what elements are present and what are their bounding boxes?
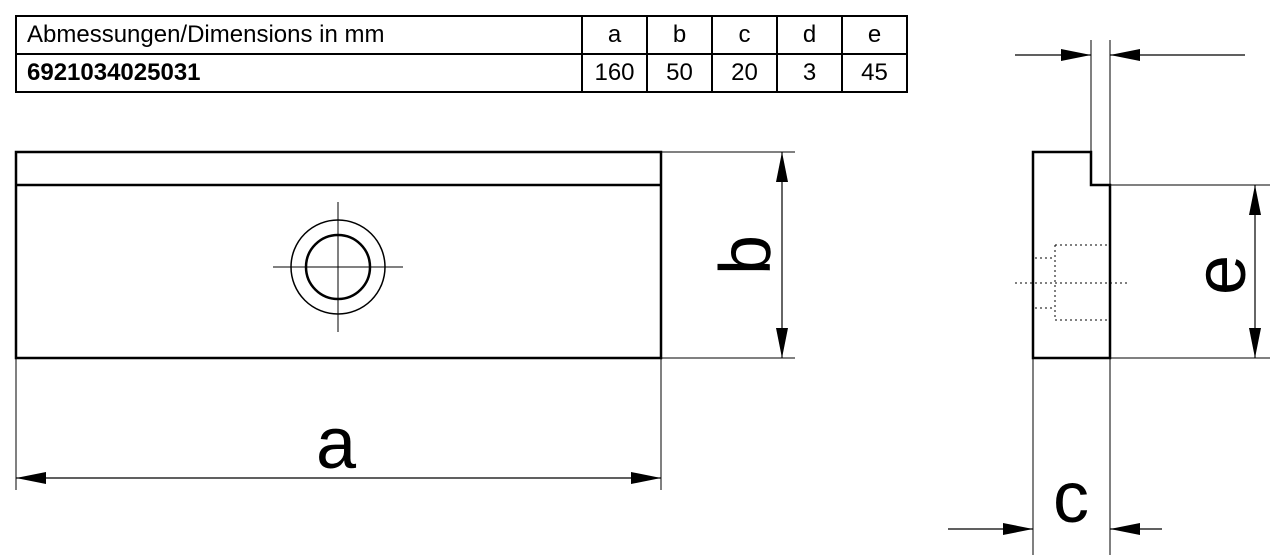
- label-c: c: [1053, 458, 1089, 538]
- dimension-d: [1015, 40, 1245, 185]
- front-view-outline: [14, 150, 663, 360]
- label-a: a: [316, 404, 357, 484]
- value-b: 50: [646, 53, 713, 93]
- column-header-a: a: [581, 15, 648, 55]
- column-header-d: d: [776, 15, 843, 55]
- header-label: Abmessungen/Dimensions in mm: [15, 15, 583, 55]
- dimension-c: c: [948, 358, 1162, 555]
- table-row: 6921034025031 160 50 20 3 45: [15, 53, 908, 93]
- label-e: e: [1181, 255, 1261, 295]
- value-e: 45: [841, 53, 908, 93]
- column-header-b: b: [646, 15, 713, 55]
- front-view: [14, 150, 663, 360]
- table-header-row: Abmessungen/Dimensions in mm a b c d e: [15, 15, 908, 55]
- dimension-a: a: [15, 358, 662, 490]
- hidden-bore-lines: [1015, 244, 1127, 321]
- column-header-c: c: [711, 15, 778, 55]
- side-view-outline: [1031, 150, 1112, 360]
- dimension-b: b: [661, 151, 795, 359]
- value-d: 3: [776, 53, 843, 93]
- article-number: 6921034025031: [15, 53, 583, 93]
- column-header-e: e: [841, 15, 908, 55]
- dimension-e: e: [1110, 184, 1270, 359]
- value-c: 20: [711, 53, 778, 93]
- label-b: b: [706, 235, 786, 275]
- dimensions-table: Abmessungen/Dimensions in mm a b c d e 6…: [15, 15, 908, 93]
- value-a: 160: [581, 53, 648, 93]
